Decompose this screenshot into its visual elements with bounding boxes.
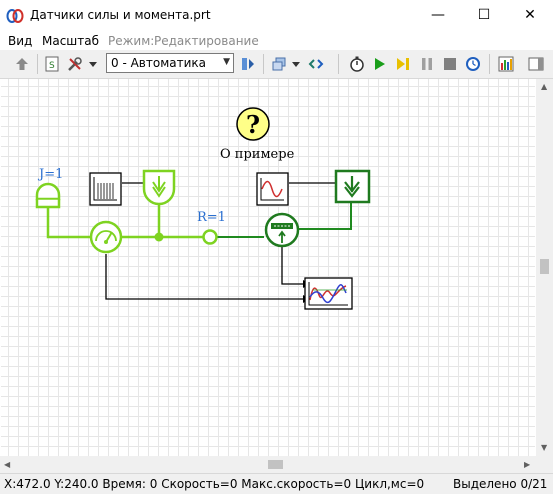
- spring-block[interactable]: [202, 229, 218, 245]
- link-line: [46, 207, 90, 239]
- toolbar-separator: [37, 54, 38, 74]
- app-logo-icon: [6, 9, 24, 23]
- up-arrow-icon[interactable]: [12, 54, 32, 74]
- menu-scale[interactable]: Масштаб: [42, 34, 100, 48]
- help-label: О примере: [220, 147, 295, 162]
- force-source-block[interactable]: [334, 169, 371, 204]
- stopwatch-icon[interactable]: [347, 54, 367, 74]
- graph-block[interactable]: [304, 277, 353, 310]
- method-combo[interactable]: 0 - Автоматика ▼: [106, 53, 234, 73]
- inertia-block[interactable]: [35, 182, 61, 209]
- script-icon[interactable]: S: [42, 54, 62, 74]
- menu-bar: Вид Масштаб Режим: Редактирование: [0, 32, 553, 50]
- force-sensor-block[interactable]: [264, 212, 300, 248]
- moment-sensor-block[interactable]: [89, 220, 123, 254]
- close-button[interactable]: ✕: [524, 7, 536, 23]
- mode-label: Режим:: [108, 34, 155, 48]
- scroll-up-icon[interactable]: ▲: [541, 82, 548, 91]
- method-combo-value: 0 - Автоматика: [111, 56, 207, 70]
- selection-count: Выделено 0/21: [453, 477, 548, 491]
- inertia-label: J=1: [39, 167, 64, 182]
- sine-generator-block[interactable]: [256, 172, 289, 206]
- horizontal-scroll-thumb[interactable]: [268, 460, 283, 469]
- mode-value: Редактирование: [154, 34, 259, 48]
- status-bar: X:472.0 Y:240.0 Время: 0 Скорость=0 Макс…: [0, 473, 553, 494]
- link-icon[interactable]: [306, 54, 326, 74]
- stop-icon[interactable]: [440, 54, 460, 74]
- window-title: Датчики силы и момента.prt: [30, 8, 211, 22]
- diagram-canvas[interactable]: ?: [1, 79, 535, 456]
- step-forward-icon[interactable]: [393, 54, 413, 74]
- scroll-down-icon[interactable]: ▼: [541, 443, 548, 452]
- diagram-svg: ?: [35, 107, 371, 310]
- step-icon[interactable]: [238, 54, 258, 74]
- toolbar-separator: [338, 54, 339, 74]
- table-block[interactable]: [89, 172, 122, 206]
- dropdown-arrow-icon[interactable]: [290, 54, 302, 74]
- junction-node: [154, 232, 164, 242]
- play-icon[interactable]: [370, 54, 390, 74]
- status-text: X:472.0 Y:240.0 Время: 0 Скорость=0 Макс…: [4, 477, 425, 491]
- vertical-scroll-thumb[interactable]: [540, 259, 549, 274]
- bar-chart-icon[interactable]: [496, 54, 516, 74]
- scroll-right-icon[interactable]: ▶: [524, 460, 531, 469]
- scroll-left-icon[interactable]: ◀: [4, 460, 11, 469]
- tools-icon[interactable]: [65, 54, 85, 74]
- link-line: [299, 202, 352, 230]
- scrollbar-corner: [536, 456, 553, 473]
- help-symbol: ?: [246, 110, 260, 139]
- svg-text:S: S: [49, 61, 55, 71]
- toolbar-separator: [489, 54, 490, 74]
- sidebar-toggle-icon[interactable]: [526, 54, 546, 74]
- toolbar: S 0 - Автоматика ▼: [0, 50, 553, 79]
- spring-label: R=1: [197, 210, 226, 225]
- layers-icon[interactable]: [269, 54, 289, 74]
- maximize-button[interactable]: ☐: [477, 7, 491, 23]
- menu-view[interactable]: Вид: [8, 34, 33, 48]
- torque-source-block[interactable]: [142, 169, 176, 206]
- vertical-scrollbar[interactable]: ▲ ▼: [536, 79, 553, 456]
- help-block[interactable]: ?: [236, 107, 270, 141]
- chevron-down-icon: ▼: [223, 57, 230, 67]
- title-bar: Датчики силы и момента.prt — ☐ ✕: [0, 0, 553, 32]
- toolbar-separator: [263, 54, 264, 74]
- dropdown-arrow-icon[interactable]: [87, 54, 99, 74]
- horizontal-scrollbar[interactable]: ◀ ▶: [0, 456, 536, 473]
- clock-icon[interactable]: [463, 54, 483, 74]
- pause-icon[interactable]: [417, 54, 437, 74]
- minimize-button[interactable]: —: [431, 7, 445, 23]
- help-icon: [236, 107, 270, 141]
